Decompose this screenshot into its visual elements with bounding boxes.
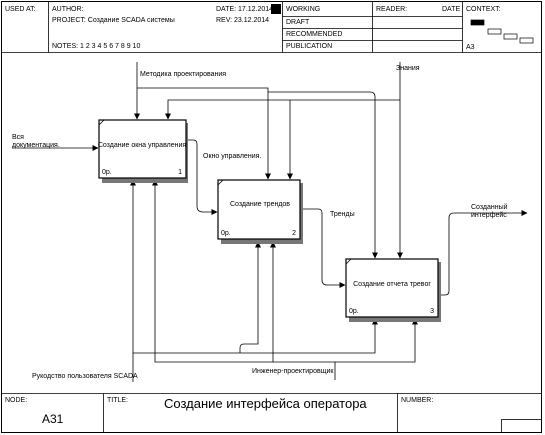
arrow-knowledge-to-box1 bbox=[165, 99, 400, 120]
box-2-label: Создание трендов bbox=[230, 201, 290, 208]
label-knowledge: Знания bbox=[396, 65, 420, 72]
header-frame bbox=[1, 1, 542, 53]
diagram-title: Создание интерфейса оператора bbox=[164, 396, 367, 411]
label-methodology: Методика проектирования bbox=[140, 71, 227, 78]
label-scada-manual: Рукодство пользователя SCADA bbox=[32, 373, 138, 380]
arrow-engineer-to-box1 bbox=[152, 179, 336, 380]
project-label: PROJECT: Создание SCADA системы bbox=[52, 17, 175, 24]
label-engineer: Инженер-проектировщик bbox=[252, 368, 334, 375]
box-3-number: 3 bbox=[430, 308, 434, 315]
title-label: TITLE: bbox=[107, 397, 129, 404]
box-1: Создание окна управления 0р. 1 bbox=[98, 119, 188, 183]
status-draft: DRAFT bbox=[286, 19, 310, 26]
connectors bbox=[12, 62, 528, 382]
label-trends: Тренды bbox=[330, 211, 355, 218]
box-1-cost: 0р. bbox=[102, 169, 112, 176]
reader-date-label: DATE bbox=[442, 6, 461, 13]
number-label: NUMBER: bbox=[401, 397, 434, 404]
box-3: Создание отчета тревог 0р. 3 bbox=[345, 258, 441, 322]
arrow-method-to-box3 bbox=[268, 91, 378, 259]
reader-label: READER: bbox=[376, 6, 408, 13]
box-1-label: Создание окна управления bbox=[98, 142, 187, 149]
box-3-label: Создание отчета тревог bbox=[353, 281, 431, 288]
box-2-number: 2 bbox=[292, 230, 296, 237]
notes-label: NOTES: 1 2 3 4 5 6 7 8 9 10 bbox=[52, 43, 141, 50]
context-label: CONTEXT: bbox=[466, 6, 501, 13]
date-label: DATE: 17.12.2014 bbox=[216, 6, 274, 13]
label-vsya: Вся bbox=[12, 134, 24, 141]
arrow-manual-to-box3 bbox=[132, 318, 378, 382]
context-thumbnail bbox=[470, 19, 534, 44]
arrow-box2-to-box3 bbox=[300, 208, 346, 288]
box-2-cost: 0р. bbox=[221, 230, 231, 237]
status-publication: PUBLICATION bbox=[286, 43, 333, 50]
working-marker bbox=[271, 4, 281, 14]
status-working: WORKING bbox=[286, 6, 321, 13]
author-label: AUTHOR: bbox=[52, 6, 84, 13]
label-interface: интерфейс bbox=[471, 212, 507, 219]
arrow-manual-to-box2 bbox=[239, 241, 261, 353]
arrow-engineer-to-box3 bbox=[335, 318, 418, 363]
context-node: A3 bbox=[466, 44, 475, 51]
label-control-window: Окно управления. bbox=[203, 153, 262, 160]
status-recommended: RECOMMENDED bbox=[286, 31, 343, 38]
used-at-label: USED AT: bbox=[5, 6, 36, 13]
box-3-cost: 0р. bbox=[349, 308, 359, 315]
node-value: A31 bbox=[42, 412, 64, 426]
arrow-box1-to-box2 bbox=[187, 139, 218, 215]
label-documentation: документация. bbox=[12, 142, 60, 149]
footer-frame bbox=[1, 393, 542, 433]
node-label: NODE: bbox=[5, 397, 28, 404]
box-2: Создание трендов 0р. 2 bbox=[217, 179, 303, 244]
arrow-method-to-box2 bbox=[137, 87, 271, 180]
box-1-number: 1 bbox=[178, 169, 182, 176]
rev-label: REV: 23.12.2014 bbox=[216, 17, 270, 24]
label-created: Созданный bbox=[471, 204, 508, 211]
arrow-output-interface bbox=[438, 210, 528, 296]
